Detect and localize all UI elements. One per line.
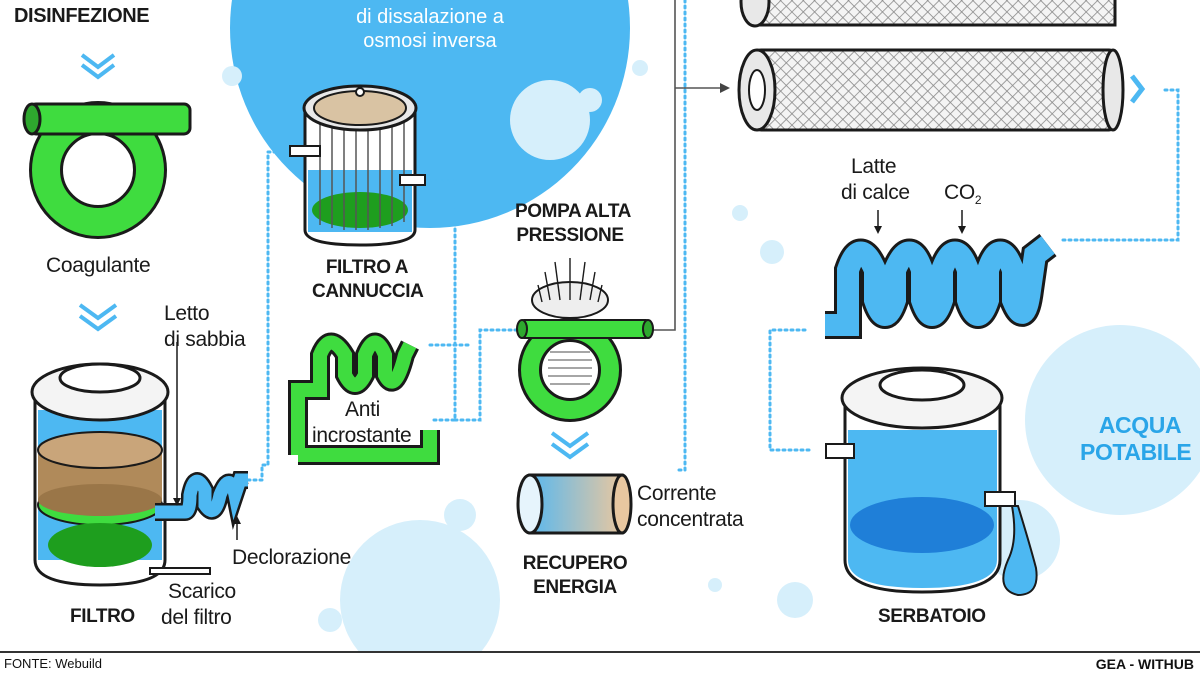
filter-label: FILTRO [70,606,135,627]
energy-recovery-label-2: ENERGIA [533,577,617,598]
tank-label: SERBATOIO [878,606,986,627]
credit-label: GEA - WITHUB [1095,656,1194,672]
straw-filter-label-2: CANNUCCIA [312,281,424,302]
flow-lines [246,0,1180,482]
chevron-down-icon [80,53,116,80]
drinking-water-label-1: ACQUA [1098,412,1182,438]
lime-milk-label-1: Latte [851,155,897,178]
disinfection-label: DISINFEZIONE [14,5,150,27]
co2-label: CO2 [944,181,982,208]
chevron-right-icon [1130,74,1146,104]
footer-bar: FONTE: Webuild GEA - WITHUB [0,651,1200,675]
dechlorination-pipe [155,471,249,530]
intro-line-1: di dissalazione a [356,6,504,28]
filter-drain-label-1: Scarico [168,580,236,603]
sand-bed-label-2: di sabbia [164,328,246,351]
energy-recovery-unit [516,473,633,535]
coagulant-coil [22,101,192,239]
straw-filter [289,84,426,247]
source-note: FONTE: Webuild [4,656,103,671]
dechlorination-label: Declorazione [232,546,351,569]
straw-filter-label-1: FILTRO A [325,257,409,278]
high-pressure-pump [516,258,654,422]
arrow-right-icon [720,83,730,93]
antiscalant-label-2: incrostante [312,424,412,447]
sand-filter [30,362,211,587]
storage-tank [825,366,1038,597]
lime-milk-label-2: di calce [841,181,910,204]
chevron-down-icon [550,431,590,460]
sand-bed-label-1: Letto [164,302,210,325]
hp-pump-label-1: POMPA ALTA [515,201,631,222]
drinking-water-label-2: POTABILE [1080,439,1192,465]
concentrate-label-2: concentrata [637,508,744,531]
intro-line-2: osmosi inversa [363,30,497,52]
coagulant-label: Coagulante [46,254,151,277]
chevron-down-icon [78,303,118,332]
energy-recovery-label-1: RECUPERO [522,553,628,574]
flow-line-solid [650,0,720,331]
co2-text: CO [944,181,975,204]
remineralization-pipe [825,233,1057,339]
antiscalant-label-1: Anti [345,398,380,421]
filter-drain-label-2: del filtro [161,606,232,629]
hp-pump-label-2: PRESSIONE [516,225,624,246]
co2-subscript: 2 [974,193,982,208]
concentrate-label-1: Corrente [637,482,717,505]
ro-membranes [737,0,1125,132]
antiscalant-pipe [288,332,440,465]
